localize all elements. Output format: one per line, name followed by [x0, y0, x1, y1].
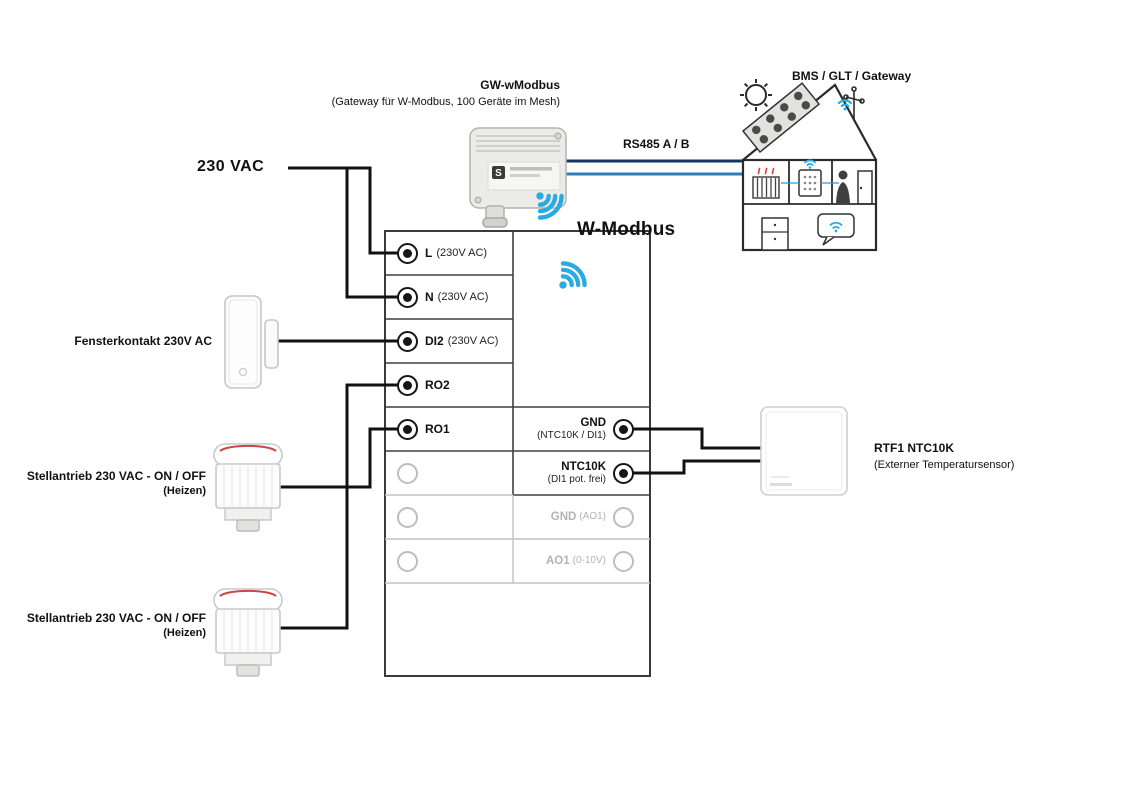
radiator-icon	[752, 167, 780, 199]
terminal-row-ro2: RO2	[385, 363, 513, 407]
terminal-row-gnd-ao1: GND (AO1)	[513, 495, 650, 539]
terminal-screw-gnd-ao1-icon	[613, 506, 634, 528]
gateway-logo: S	[495, 168, 502, 179]
sun-icon	[740, 79, 772, 111]
stellantrieb2-sub: (Heizen)	[163, 627, 206, 639]
gateway-label: GW-wModbus (Gateway für W-Modbus, 100 Ge…	[300, 78, 560, 109]
terminal-screw-unused-icon	[397, 462, 418, 484]
wire-230vac-l	[288, 166, 402, 255]
terminal-screw-ntc10k-icon	[613, 462, 634, 484]
wire-ro1-stellantrieb1	[268, 427, 402, 489]
rtf1-label: RTF1 NTC10K (Externer Temperatursensor)	[874, 441, 1014, 472]
thermostat-icon	[781, 169, 839, 197]
terminal-n-detail: (230V AC)	[437, 291, 489, 303]
fensterkontakt-label: Fensterkontakt 230V AC	[74, 334, 212, 348]
rtf1-name: RTF1 NTC10K	[874, 441, 955, 455]
terminal-row-n: N(230V AC)	[385, 275, 513, 319]
actuator-1-illustration	[206, 438, 290, 545]
rs485-bus	[560, 159, 748, 176]
stellantrieb1-name: Stellantrieb 230 VAC - ON / OFF	[26, 469, 206, 483]
wifi-icon	[539, 235, 613, 309]
weather-station-icon	[843, 86, 865, 121]
terminal-di2-name: DI2	[425, 334, 444, 348]
bms-house-illustration	[732, 74, 884, 261]
terminal-row-empty-1	[385, 451, 513, 495]
terminal-screw-n-icon	[397, 286, 418, 308]
power-label: 230 VAC	[197, 158, 265, 175]
terminal-screw-l-icon	[397, 242, 418, 264]
wire-ro2-stellantrieb2	[268, 383, 402, 630]
terminal-screw-ao1-icon	[613, 550, 634, 572]
terminal-row-ro1: RO1	[385, 407, 513, 451]
terminal-ao1-detail: (0-10V)	[572, 555, 606, 566]
wifi-icon	[516, 172, 590, 246]
wifi-icon	[837, 99, 853, 111]
gateway-name: GW-wModbus	[480, 78, 560, 92]
stellantrieb2-label: Stellantrieb 230 VAC - ON / OFF (Heizen)	[16, 611, 206, 640]
stellantrieb1-label: Stellantrieb 230 VAC - ON / OFF (Heizen)	[16, 469, 206, 498]
rs485-label: RS485 A / B	[623, 137, 690, 151]
terminal-row-ntc10k: NTC10K (DI1 pot. frei)	[513, 451, 650, 495]
terminal-ro2-name: RO2	[425, 378, 450, 392]
terminal-grid-active	[385, 231, 650, 496]
wire-gnd-rtf1	[632, 427, 768, 450]
terminal-screw-unused-icon	[397, 550, 418, 572]
person-icon	[836, 170, 850, 203]
bms-label: BMS / GLT / Gateway	[792, 69, 912, 83]
terminal-gnd-ao1-name: GND	[550, 510, 577, 523]
wires	[268, 166, 768, 630]
terminal-ro1-name: RO1	[425, 422, 450, 436]
terminal-n-name: N	[425, 290, 434, 304]
terminal-row-empty-2	[385, 495, 513, 539]
stellantrieb1-sub: (Heizen)	[163, 485, 206, 497]
wire-230vac-n	[345, 167, 402, 299]
solar-panel-icon	[741, 82, 821, 154]
door-icon	[857, 170, 873, 205]
stellantrieb2-name: Stellantrieb 230 VAC - ON / OFF	[26, 611, 206, 625]
terminal-ao1-name: AO1	[545, 554, 570, 567]
terminal-row-empty-3	[385, 539, 513, 583]
actuator-2-illustration	[206, 583, 290, 690]
terminal-row-l: L(230V AC)	[385, 231, 513, 275]
terminal-ntc10k-name: NTC10K	[561, 460, 606, 473]
terminal-screw-ro2-icon	[397, 374, 418, 396]
terminal-screw-unused-icon	[397, 506, 418, 528]
terminal-row-gnd-ntc10k: GND (NTC10K / DI1)	[513, 407, 650, 451]
terminal-gnd-ao1-detail: (AO1)	[579, 511, 606, 522]
terminal-l-name: L	[425, 246, 433, 260]
cabinet-icon	[761, 217, 789, 251]
terminal-block-frame	[384, 230, 651, 677]
terminal-ntc10k-detail: (DI1 pot. frei)	[547, 473, 606, 485]
wifi-icon	[804, 159, 816, 169]
terminal-screw-di2-icon	[397, 330, 418, 352]
rtf1-sensor-illustration	[757, 403, 851, 506]
wifi-icon	[829, 221, 843, 233]
terminal-gnd-name: GND	[580, 416, 606, 429]
gateway-device-illustration: S	[462, 120, 572, 237]
message-bubble-icon	[817, 213, 855, 246]
gateway-description: (Gateway für W-Modbus, 100 Geräte im Mes…	[331, 96, 560, 108]
terminal-gnd-detail: (NTC10K / DI1)	[537, 429, 606, 441]
wire-ntc10k-rtf1	[632, 459, 768, 475]
wmodbus-label: W-Modbus	[577, 219, 676, 240]
rtf1-sub: (Externer Temperatursensor)	[874, 459, 1015, 471]
terminal-l-detail: (230V AC)	[436, 247, 488, 259]
terminal-row-ao1: AO1 (0-10V)	[513, 539, 650, 583]
terminal-grid-inactive	[385, 494, 650, 584]
terminal-screw-gnd-icon	[613, 418, 634, 440]
terminal-screw-ro1-icon	[397, 418, 418, 440]
window-contact-illustration	[215, 292, 285, 399]
terminal-di2-detail: (230V AC)	[447, 335, 499, 347]
terminal-row-di2: DI2(230V AC)	[385, 319, 513, 363]
